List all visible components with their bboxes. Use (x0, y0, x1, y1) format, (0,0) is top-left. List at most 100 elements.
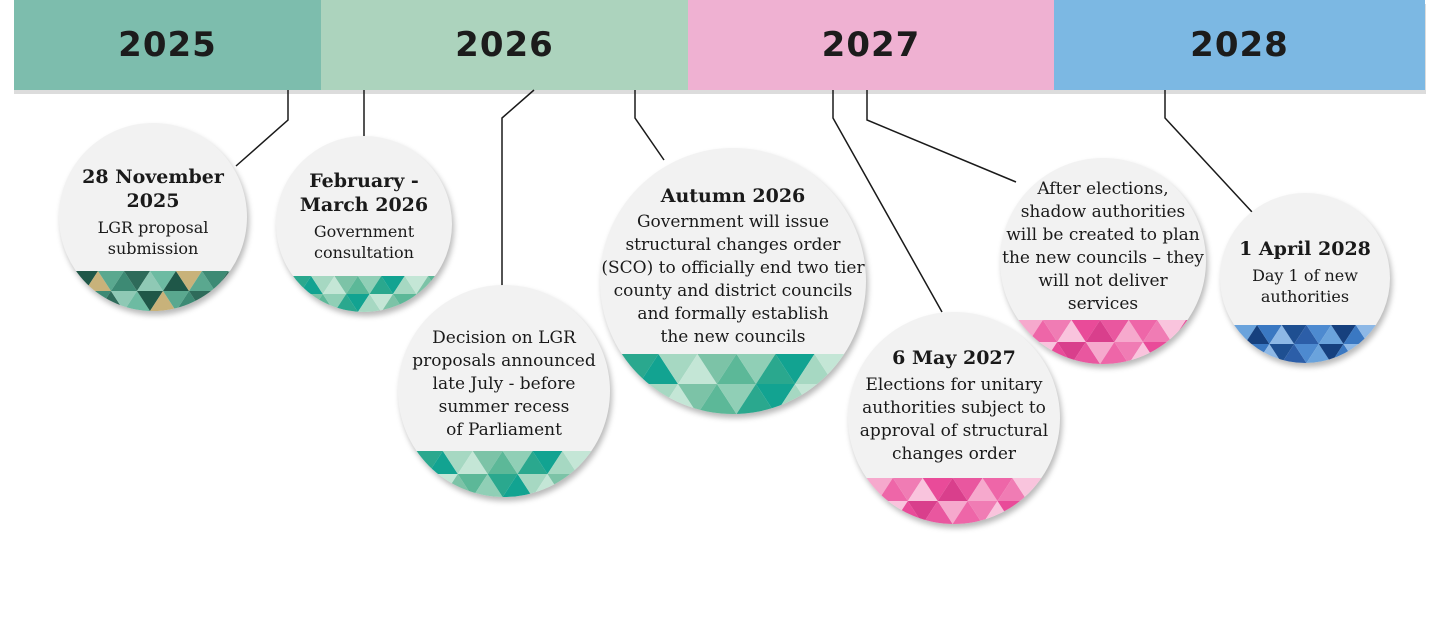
pattern-triangle (111, 271, 137, 291)
triangle-pattern (1000, 320, 1206, 364)
pattern-triangle (922, 478, 953, 501)
pattern-triangle (795, 354, 834, 384)
pattern-triangle (1014, 342, 1043, 364)
pattern-triangle (1355, 325, 1381, 344)
event-text: changes order (891, 444, 1017, 464)
event-text: the new councils (660, 327, 806, 347)
pattern-triangle (287, 294, 312, 312)
pattern-triangle (937, 501, 968, 524)
pattern-triangle (1269, 344, 1295, 363)
pattern-triangle (862, 501, 893, 524)
pattern-triangle (137, 271, 163, 291)
event-text: approval of structural (859, 421, 1049, 441)
pattern-triangle (124, 271, 150, 291)
pattern-triangle (457, 474, 488, 497)
pattern-triangle (357, 276, 382, 294)
pattern-triangle (381, 294, 405, 312)
pattern-triangle (1343, 344, 1369, 363)
event-circle: February - March 2026 Government consult… (276, 136, 452, 312)
pattern-triangle (1012, 478, 1043, 501)
pattern-triangle (393, 294, 417, 312)
event-text: structural changes order (625, 235, 841, 255)
pattern-triangle (1143, 342, 1172, 364)
pattern-triangle (1085, 342, 1115, 364)
pattern-triangle (1042, 501, 1060, 524)
event-text: After elections, (1037, 179, 1169, 199)
pattern-triangle (85, 271, 111, 291)
pattern-triangle (1244, 344, 1270, 363)
pattern-triangle (1000, 342, 1029, 364)
pattern-triangle (547, 451, 578, 474)
pattern-triangle (775, 354, 815, 384)
pattern-triangle (322, 276, 347, 294)
event-text: LGR proposal (97, 218, 209, 237)
pattern-triangle (736, 384, 776, 414)
event-title: 2025 (126, 190, 180, 212)
pattern-triangle (1027, 478, 1058, 501)
pattern-triangle (150, 271, 176, 291)
pattern-triangle (369, 276, 393, 294)
year-band-2027: 2027 (688, 0, 1054, 90)
pattern-triangle (215, 291, 241, 311)
pattern-triangle (72, 271, 98, 291)
pattern-triangle (1232, 344, 1258, 363)
event-text: Day 1 of new (1252, 266, 1358, 285)
pattern-triangle (775, 384, 815, 414)
pattern-triangle (997, 478, 1028, 501)
pattern-triangle (1114, 320, 1143, 342)
pattern-triangle (1220, 344, 1245, 363)
event-text: proposals announced (412, 351, 596, 371)
pattern-triangle (532, 474, 563, 497)
pattern-triangle (678, 384, 717, 414)
event-text: authorities subject to (862, 398, 1046, 418)
pattern-triangle (241, 281, 247, 291)
pattern-triangle (1057, 342, 1086, 364)
pattern-triangle (892, 501, 923, 524)
pattern-triangle (592, 451, 610, 474)
pattern-triangle (658, 384, 698, 414)
pattern-triangle (814, 354, 854, 384)
pattern-triangle (276, 276, 300, 294)
pattern-triangle (502, 451, 533, 474)
pattern-triangle (937, 478, 968, 501)
pattern-triangle (176, 291, 202, 311)
pattern-triangle (1232, 325, 1258, 344)
year-band-2028: 2028 (1054, 0, 1425, 90)
event-text: shadow authorities (1020, 202, 1186, 222)
pattern-triangle (697, 384, 737, 414)
pattern-triangle (1281, 325, 1307, 344)
pattern-triangle (98, 271, 124, 291)
pattern-triangle (848, 501, 878, 524)
pattern-triangle (346, 276, 370, 294)
year-label: 2028 (1190, 25, 1289, 65)
pattern-triangle (393, 276, 417, 294)
pattern-triangle (577, 451, 608, 474)
pattern-triangle (1368, 344, 1390, 363)
pattern-triangle (639, 354, 678, 384)
pattern-triangle (502, 474, 533, 497)
pattern-triangle (547, 474, 578, 497)
pattern-triangle (322, 294, 347, 312)
pattern-triangle (1085, 320, 1115, 342)
pattern-triangle (982, 501, 1013, 524)
pattern-triangle (1014, 320, 1043, 342)
year-band-2025: 2025 (14, 0, 321, 90)
pattern-triangle (814, 384, 854, 414)
year-band-2026: 2026 (321, 0, 688, 90)
event-text: will not deliver (1038, 271, 1168, 291)
pattern-triangle (697, 354, 737, 384)
pattern-triangle (600, 384, 639, 414)
event-circle: Decision on LGR proposals announced late… (398, 285, 610, 497)
triangle-pattern (276, 276, 452, 312)
pattern-triangle (1281, 344, 1307, 363)
pattern-triangle (1071, 342, 1101, 364)
pattern-triangle (532, 451, 563, 474)
pattern-triangle (1368, 325, 1390, 344)
pattern-triangle (1042, 320, 1072, 342)
event-text: consultation (314, 243, 414, 262)
event-text: late July - before (432, 374, 576, 394)
event-text: Government will issue (636, 212, 830, 232)
pattern-triangle (1331, 344, 1356, 363)
pattern-triangle (658, 354, 698, 384)
pattern-triangle (416, 294, 440, 312)
